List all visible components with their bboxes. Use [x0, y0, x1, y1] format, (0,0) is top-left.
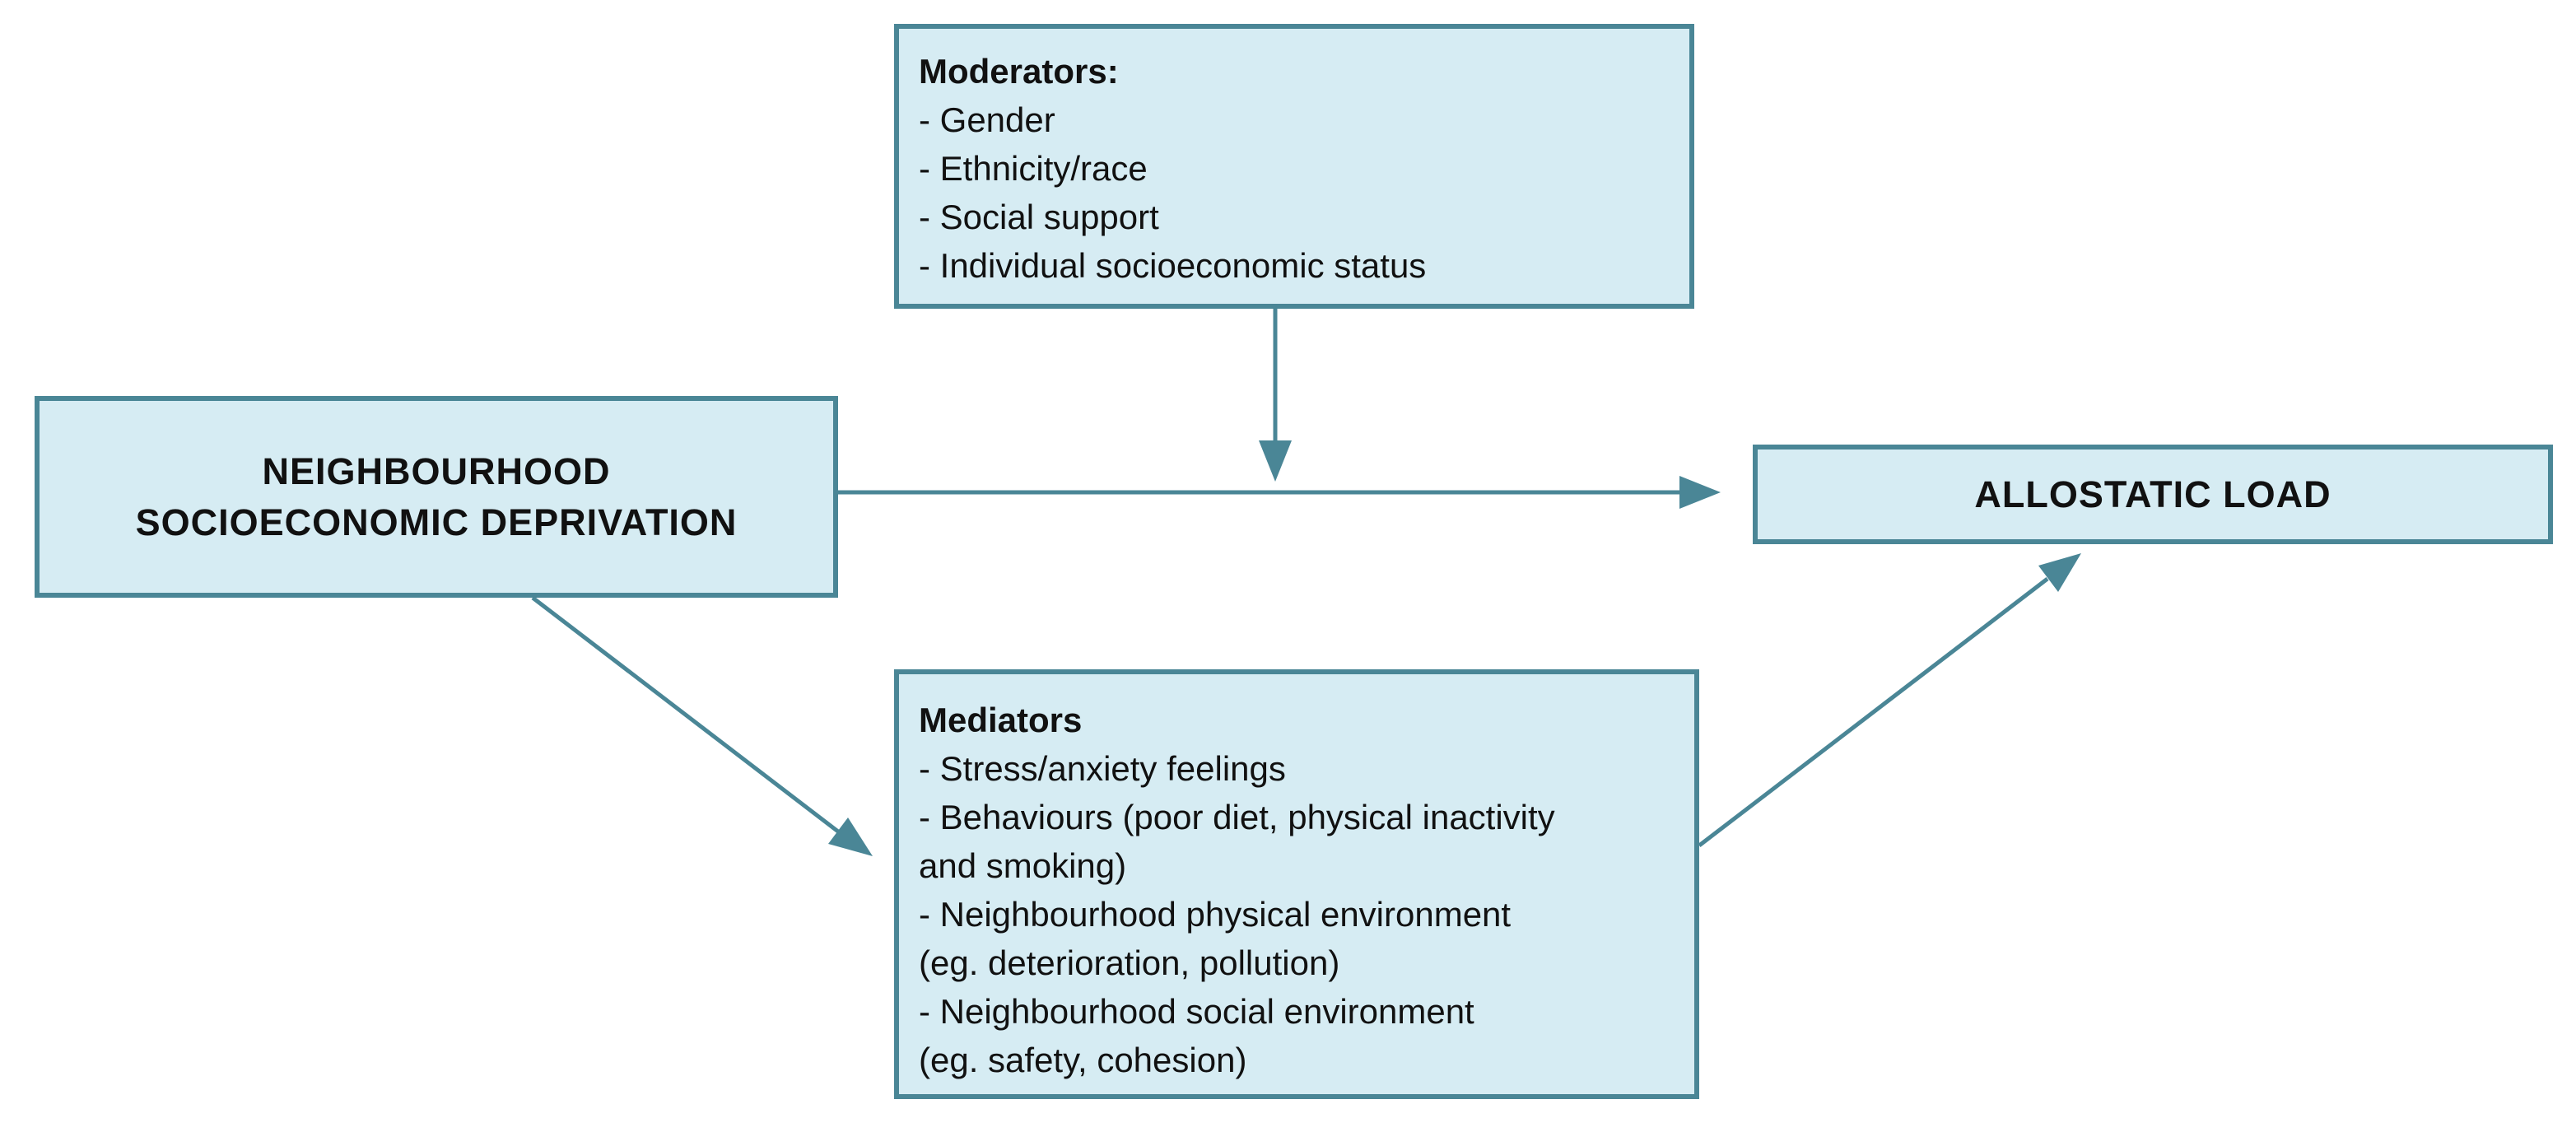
moderators-list: - Gender - Ethnicity/race - Social suppo… [919, 95, 1689, 290]
outcome-box: ALLOSTATIC LOAD [1753, 445, 2553, 544]
mediator-item: - Stress/anxiety feelings [919, 749, 1286, 788]
moderators-heading: Moderators: [919, 52, 1119, 91]
moderator-item: - Social support [919, 198, 1159, 236]
mediators-box: Mediators - Stress/anxiety feelings - Be… [894, 669, 1699, 1099]
exposure-box: NEIGHBOURHOOD SOCIOECONOMIC DEPRIVATION [35, 396, 838, 598]
moderation-arrow [1259, 309, 1292, 482]
mediators-heading: Mediators [919, 701, 1083, 739]
exposure-label: NEIGHBOURHOOD SOCIOECONOMIC DEPRIVATION [136, 446, 738, 548]
exposure-to-mediators-arrow [531, 596, 873, 856]
moderator-item: - Ethnicity/race [919, 149, 1148, 188]
moderator-item: - Individual socioeconomic status [919, 246, 1427, 285]
outcome-label: ALLOSTATIC LOAD [1974, 473, 2331, 515]
exposure-label-line2: SOCIOECONOMIC DEPRIVATION [135, 501, 738, 543]
mediators-list: - Stress/anxiety feelings - Behaviours (… [919, 744, 1694, 1084]
moderators-box: Moderators: - Gender - Ethnicity/race - … [894, 24, 1694, 309]
moderator-item: - Gender [919, 100, 1055, 139]
exposure-label-line1: NEIGHBOURHOOD [262, 450, 611, 492]
mediator-item: - Behaviours (poor diet, physical inacti… [919, 798, 1555, 885]
mediator-item: - Neighbourhood physical environment (eg… [919, 895, 1512, 982]
direct-effect-arrow [838, 476, 1721, 509]
mediator-item: - Neighbourhood social environment (eg. … [919, 992, 1474, 1079]
mediators-to-outcome-arrow [1698, 553, 2081, 847]
